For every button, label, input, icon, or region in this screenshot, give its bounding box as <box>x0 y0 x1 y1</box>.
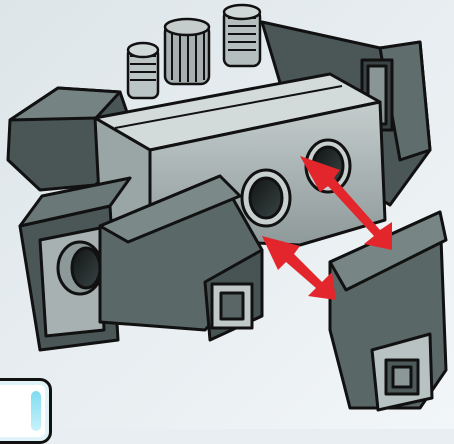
build-instruction-diagram <box>0 0 454 429</box>
gear-knob-center <box>165 19 209 84</box>
gear-knob-right <box>224 5 260 66</box>
assembly-illustration <box>0 0 454 429</box>
gear-knob-left <box>128 43 158 98</box>
step-badge-icon <box>0 378 52 444</box>
